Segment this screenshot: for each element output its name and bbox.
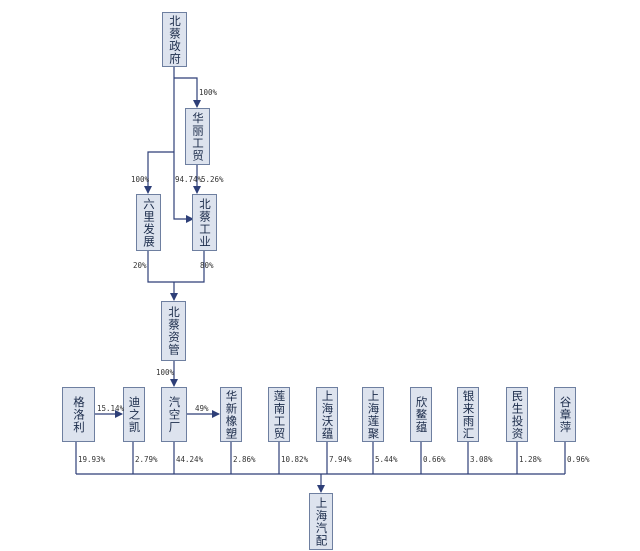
entity-guzhang: 谷章萍 bbox=[554, 387, 576, 442]
entity-huali: 华丽工贸 bbox=[185, 108, 210, 165]
edge-liuli-asset bbox=[147, 251, 205, 283]
entity-qikong: 汽空厂 bbox=[161, 387, 187, 442]
entity-yinlai: 银来雨汇 bbox=[457, 387, 479, 442]
label-gov-huali: 100% bbox=[199, 88, 218, 97]
label-yinlai-qipei: 3.08% bbox=[470, 455, 493, 464]
label-asset-qikong: 100% bbox=[156, 368, 175, 377]
label-xinao-qipei: 0.66% bbox=[423, 455, 446, 464]
entity-liannan: 莲南工贸 bbox=[268, 387, 290, 442]
label-huaxin-qipei: 2.86% bbox=[233, 455, 256, 464]
label-lianju-qipei: 5.44% bbox=[375, 455, 398, 464]
label-minsheng-qipei: 1.28% bbox=[519, 455, 542, 464]
entity-dikai: 迪之凯 bbox=[123, 387, 145, 442]
label-liuli-asset: 20% bbox=[133, 261, 147, 270]
label-qikong-qipei: 44.24% bbox=[176, 455, 204, 464]
label-gov-ind: 94.74% bbox=[175, 175, 203, 184]
edge-gov-huali bbox=[174, 77, 201, 108]
entity-xinao: 欣鳌蕴 bbox=[410, 387, 432, 442]
label-woyun-qipei: 7.94% bbox=[329, 455, 352, 464]
label-guzhang-qipei: 0.96% bbox=[567, 455, 590, 464]
entity-beicai-asset: 北蔡资管 bbox=[161, 301, 186, 361]
entity-gelu: 格洛利 bbox=[62, 387, 95, 442]
label-gelu-dikai: 15.14% bbox=[97, 404, 125, 413]
label-gelu-qipei: 19.93% bbox=[78, 455, 106, 464]
entity-liuli: 六里发展 bbox=[136, 194, 161, 251]
entity-beicai-ind: 北蔡工业 bbox=[192, 194, 217, 251]
edge-gov-liuli bbox=[144, 151, 174, 194]
edge-gov-ind bbox=[173, 67, 194, 223]
entity-beicai-gov: 北蔡政府 bbox=[162, 12, 187, 67]
label-liannan-qipei: 10.82% bbox=[281, 455, 309, 464]
entity-lianju: 上海莲聚 bbox=[362, 387, 384, 442]
label-ind-asset: 80% bbox=[200, 261, 214, 270]
entity-huaxin: 华新橡塑 bbox=[220, 387, 242, 442]
entity-shanghai-qipei: 上海汽配 bbox=[309, 493, 333, 550]
entity-minsheng: 民生投资 bbox=[506, 387, 528, 442]
label-dikai-qipei: 2.79% bbox=[135, 455, 158, 464]
label-huali-ind: 5.26% bbox=[201, 175, 224, 184]
label-gov-liuli: 100% bbox=[131, 175, 150, 184]
entity-woyun: 上海沃蕴 bbox=[316, 387, 338, 442]
label-qikong-huaxin: 49% bbox=[195, 404, 209, 413]
